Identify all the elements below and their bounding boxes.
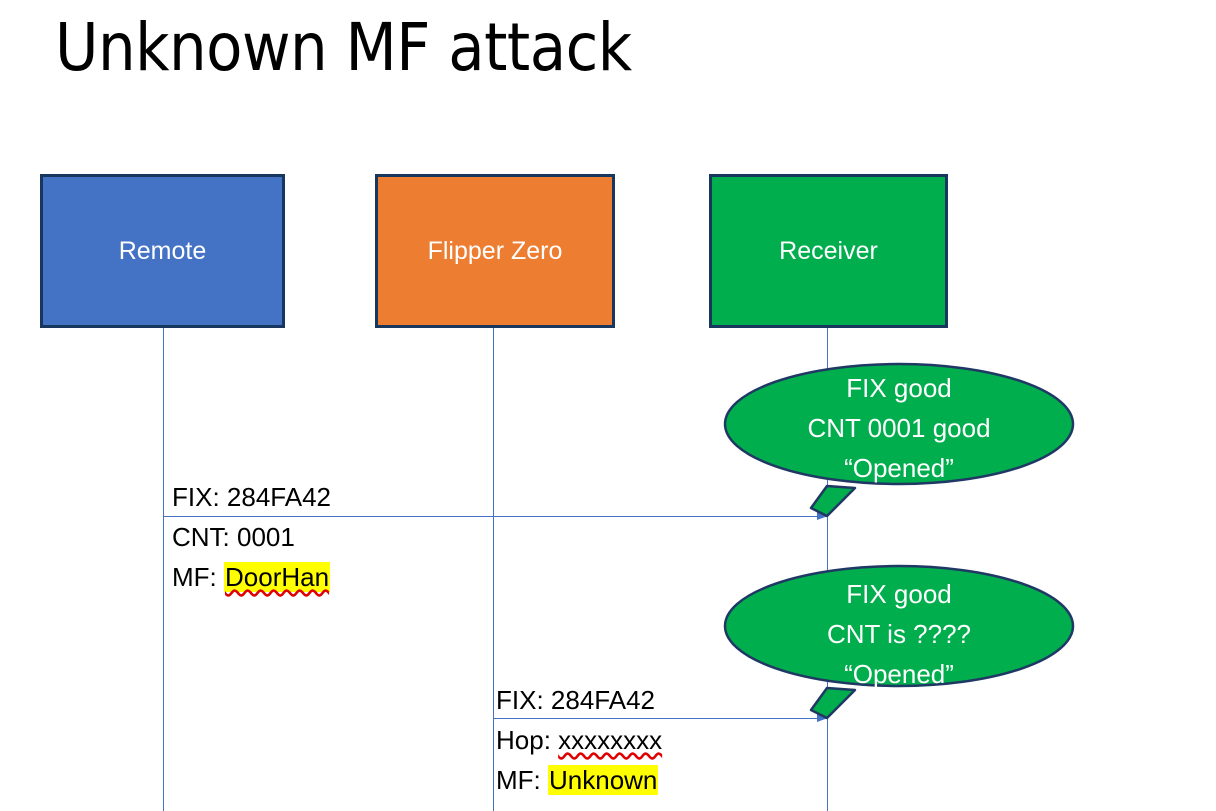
lifeline-flipper <box>493 328 494 811</box>
message1-mf-label: MF: <box>172 562 224 592</box>
message1-mf-value: DoorHan <box>224 562 331 592</box>
callout-bubble-1[interactable]: FIX good CNT 0001 good “Opened” <box>723 362 1075 520</box>
message-arrow-remote-to-receiver <box>163 512 828 520</box>
message-arrow-flipper-to-receiver <box>493 714 828 722</box>
lifeline-remote <box>163 328 164 811</box>
message2-mf-text: MF: Unknown <box>496 760 659 800</box>
message2-hop-value: xxxxxxxx <box>558 725 663 755</box>
page-title: Unknown MF attack <box>55 9 632 86</box>
message1-cnt-text: CNT: 0001 <box>172 522 295 552</box>
message2-mf-value: Unknown <box>548 765 659 795</box>
actor-box-flipper[interactable]: Flipper Zero <box>375 174 615 328</box>
actor-label-receiver: Receiver <box>779 237 878 265</box>
callout-shape-2 <box>723 564 1075 720</box>
callout-bubble-2[interactable]: FIX good CNT is ???? “Opened” <box>723 564 1075 722</box>
actor-label-flipper: Flipper Zero <box>427 237 563 265</box>
message2-mf-label: MF: <box>496 765 548 795</box>
message2-hop-label: Hop: <box>496 725 559 755</box>
actor-label-remote: Remote <box>118 237 207 265</box>
actor-box-receiver[interactable]: Receiver <box>709 174 948 328</box>
message2-fix-text: FIX: 284FA42 <box>496 685 655 715</box>
actor-box-remote[interactable]: Remote <box>40 174 285 328</box>
message1-mf-text: MF: DoorHan <box>172 557 331 597</box>
callout-shape-1 <box>723 362 1075 518</box>
message2-hop-text: Hop: xxxxxxxx <box>496 720 662 760</box>
lifeline-receiver <box>827 328 828 811</box>
message1-fix-text: FIX: 284FA42 <box>172 482 331 512</box>
